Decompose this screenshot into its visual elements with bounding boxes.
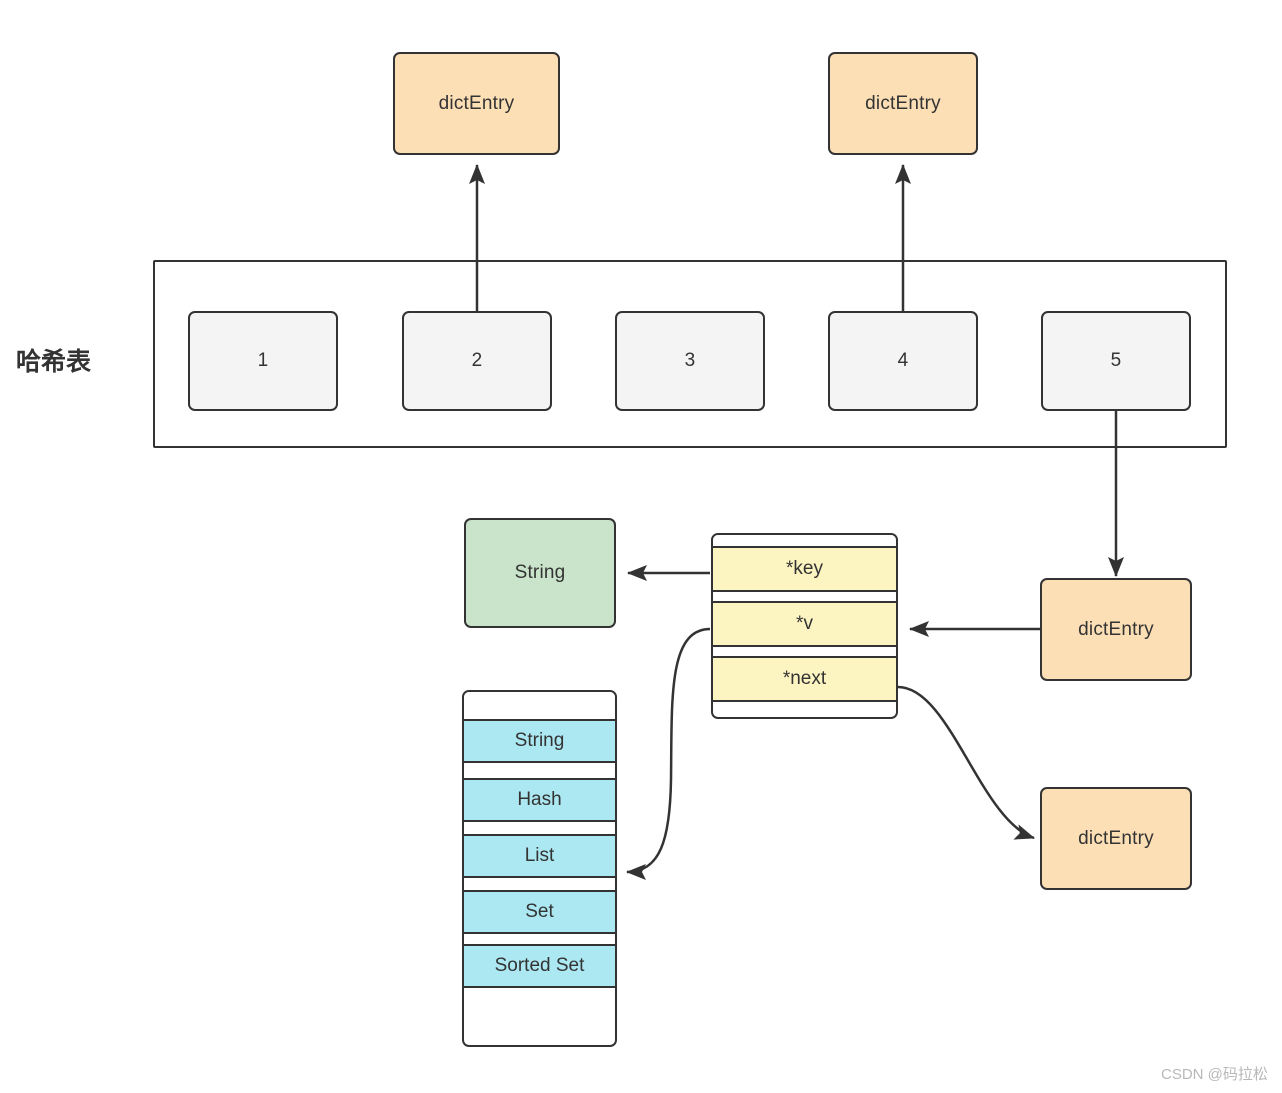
struct-field-label: *v bbox=[796, 613, 813, 634]
struct-field-v[interactable]: *v bbox=[713, 601, 896, 647]
hash-bucket-1[interactable]: 1 bbox=[188, 311, 338, 411]
hash-bucket-label: 1 bbox=[257, 350, 269, 371]
string-value-label: String bbox=[514, 562, 566, 583]
hash-bucket-4[interactable]: 4 bbox=[828, 311, 978, 411]
dictentry-box-top-left[interactable]: dictEntry bbox=[393, 52, 560, 155]
struct-field-label: *next bbox=[782, 668, 827, 689]
hash-bucket-3[interactable]: 3 bbox=[615, 311, 765, 411]
types-gap bbox=[464, 934, 615, 944]
watermark: CSDN @码拉松 bbox=[1161, 1066, 1268, 1083]
struct-top-pad bbox=[713, 535, 896, 546]
edge-next-to-dictentry bbox=[897, 685, 1035, 840]
data-type-hash[interactable]: Hash bbox=[464, 778, 615, 822]
struct-gap bbox=[713, 647, 896, 656]
dictentry-box-top-right[interactable]: dictEntry bbox=[828, 52, 978, 155]
dictentry-box-right-upper[interactable]: dictEntry bbox=[1040, 578, 1192, 681]
hash-bucket-2[interactable]: 2 bbox=[402, 311, 552, 411]
dictentry-label: dictEntry bbox=[865, 92, 941, 114]
data-type-label: Hash bbox=[517, 789, 562, 810]
struct-bottom-pad bbox=[713, 702, 896, 713]
hash-bucket-5[interactable]: 5 bbox=[1041, 311, 1191, 411]
dictentry-label: dictEntry bbox=[1078, 618, 1154, 640]
string-value-box[interactable]: String bbox=[464, 518, 616, 628]
data-type-list[interactable]: List bbox=[464, 834, 615, 878]
dictentry-label: dictEntry bbox=[438, 92, 515, 114]
types-gap bbox=[464, 878, 615, 890]
hash-table-frame bbox=[153, 260, 1227, 448]
types-bottom-pad bbox=[464, 988, 615, 1015]
hash-bucket-label: 5 bbox=[1110, 350, 1122, 371]
dictentry-label: dictEntry bbox=[1078, 827, 1154, 849]
struct-field-key[interactable]: *key bbox=[713, 546, 896, 592]
types-gap bbox=[464, 822, 615, 834]
dictentry-box-right-lower[interactable]: dictEntry bbox=[1040, 787, 1192, 890]
hash-bucket-label: 2 bbox=[471, 350, 483, 371]
data-type-string[interactable]: String bbox=[464, 719, 615, 763]
hash-table-label: 哈希表 bbox=[16, 348, 92, 376]
hash-bucket-label: 3 bbox=[684, 350, 696, 371]
types-top-pad bbox=[464, 692, 615, 719]
dictentry-struct: *key *v *next bbox=[711, 533, 898, 719]
data-type-set[interactable]: Set bbox=[464, 890, 615, 934]
data-type-label: String bbox=[514, 730, 565, 751]
struct-field-label: *key bbox=[786, 558, 823, 579]
data-type-sorted-set[interactable]: Sorted Set bbox=[464, 944, 615, 988]
types-gap bbox=[464, 763, 615, 778]
data-types-list: String Hash List Set Sorted Set bbox=[462, 690, 617, 1047]
struct-field-next[interactable]: *next bbox=[713, 656, 896, 702]
hash-bucket-label: 4 bbox=[897, 350, 909, 371]
data-type-label: List bbox=[524, 845, 555, 866]
struct-gap bbox=[713, 592, 896, 601]
edge-v-to-list bbox=[626, 627, 711, 880]
data-type-label: Set bbox=[525, 901, 554, 922]
data-type-label: Sorted Set bbox=[494, 955, 585, 976]
